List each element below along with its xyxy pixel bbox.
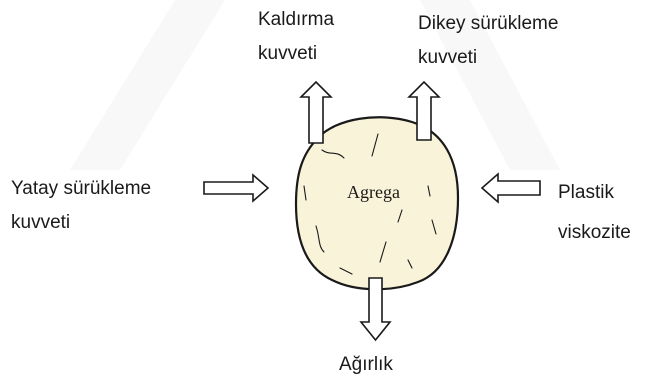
weight-label: Ağırlık [339, 354, 393, 375]
horizontal-drag-force-arrow [204, 175, 268, 201]
vertical-drag-label-line1: Dikey sürükleme [418, 13, 558, 34]
horizontal-drag-label-line1: Yatay sürükleme [11, 178, 151, 199]
aggregate-label: Agrega [347, 182, 400, 202]
lift-force-label-line1: Kaldırma [258, 9, 334, 30]
horizontal-drag-label-line2: kuvveti [11, 212, 70, 233]
plastic-viscosity-label-line2: viskozite [558, 222, 631, 243]
lift-force-label-line2: kuvveti [258, 43, 317, 64]
plastic-viscosity-label-line1: Plastik [558, 182, 614, 203]
vertical-drag-label-line2: kuvveti [418, 47, 477, 68]
plastic-viscosity-arrow [482, 174, 540, 202]
